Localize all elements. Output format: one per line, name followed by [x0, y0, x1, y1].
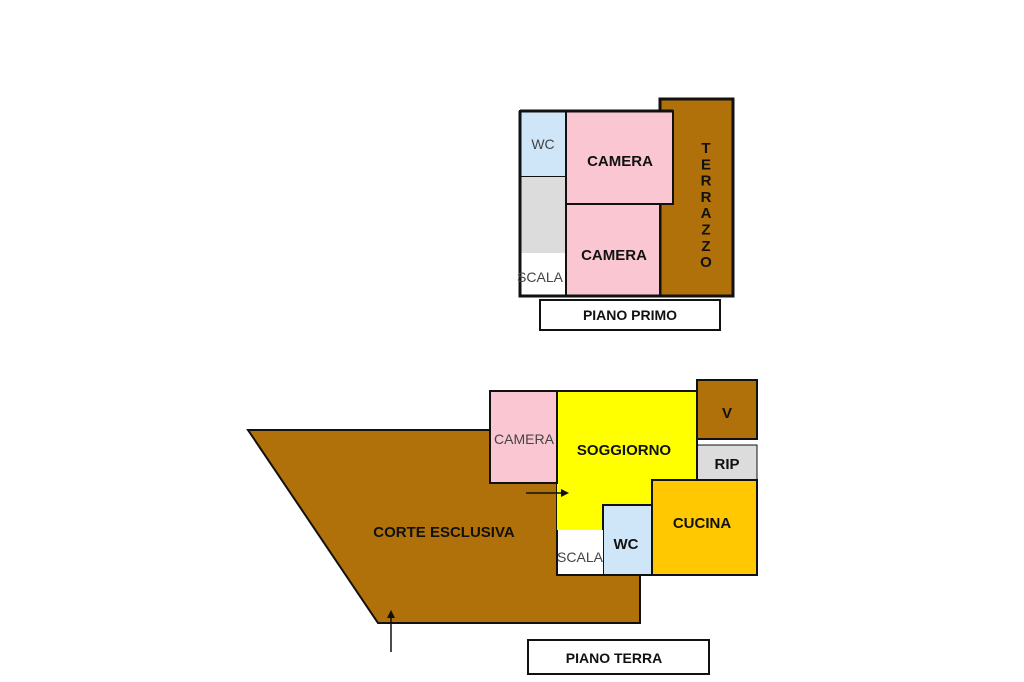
terrazzo-letter: A	[701, 205, 712, 222]
terrazzo-letter: T	[701, 140, 710, 157]
upper-camera-bottom-label: CAMERA	[581, 247, 647, 264]
upper-scala-white	[520, 253, 566, 296]
ground-wc-room	[602, 504, 653, 576]
terrazzo-letter: Z	[701, 238, 710, 255]
soggiorno-label: SOGGIORNO	[577, 442, 672, 459]
terrazzo-letter: O	[700, 254, 712, 271]
upper-camera-top-label: CAMERA	[587, 153, 653, 170]
v-label: V	[722, 405, 732, 422]
ground-scala-label: SCALA	[557, 549, 604, 565]
upper-camera-top-room	[565, 110, 674, 205]
terrazzo-letter: R	[701, 189, 712, 206]
upper-floor-title-box	[539, 299, 721, 331]
ground-camera-label: CAMERA	[494, 431, 555, 447]
soggiorno-room	[557, 391, 697, 530]
corte-esclusiva-label: CORTE ESCLUSIVA	[373, 524, 515, 541]
upper-wc-label: WC	[531, 136, 554, 152]
terrazzo-letter: E	[701, 156, 711, 173]
upper-scala-area	[520, 177, 566, 253]
ground-scala-area	[557, 530, 603, 575]
rip-room	[696, 444, 758, 481]
terrazzo-letter: Z	[701, 222, 710, 239]
ground-wc-label: WC	[614, 536, 639, 553]
ground-floor-title: PIANO TERRA	[566, 650, 662, 666]
ground-floor-plan: CAMERA SOGGIORNO V RIP CUCINA WC SCALA C…	[246, 379, 758, 675]
upper-floor-title: PIANO PRIMO	[583, 307, 677, 323]
ground-floor-title-box	[527, 639, 710, 675]
rip-label: RIP	[714, 456, 739, 473]
terrazzo-letter: R	[701, 173, 712, 190]
cucina-room	[651, 479, 758, 576]
upper-scala-label: SCALA	[517, 269, 564, 285]
cucina-label: CUCINA	[673, 515, 731, 532]
ground-outer-wall	[490, 390, 697, 576]
entrance-arrow-corte	[387, 610, 395, 652]
entrance-arrow-soggiorno	[526, 489, 569, 497]
upper-outer-wall	[518, 109, 733, 298]
